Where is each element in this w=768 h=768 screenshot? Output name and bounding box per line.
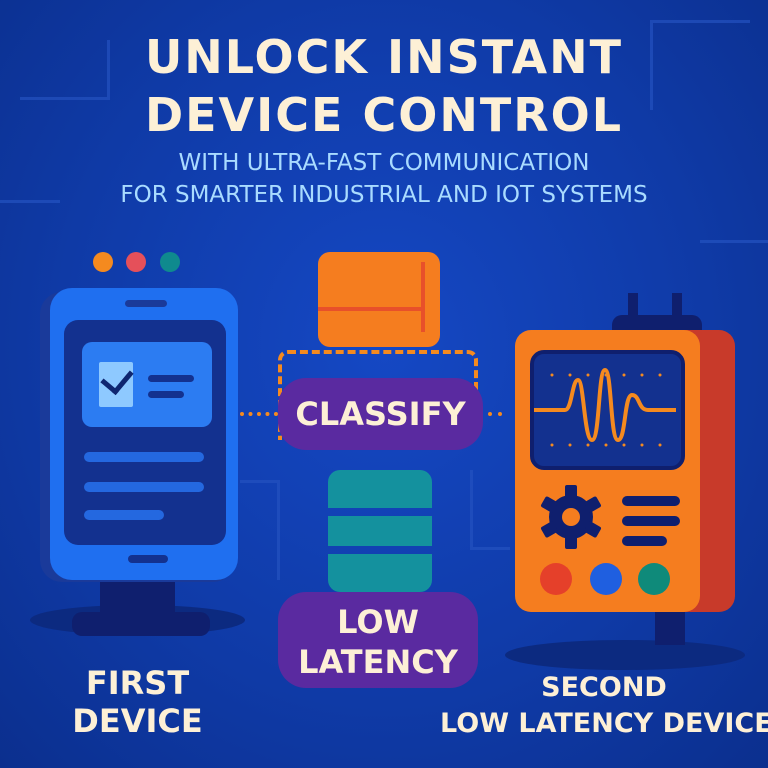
second-device-line-1: SECOND	[541, 672, 667, 703]
classify-badge: CLASSIFY	[278, 378, 483, 450]
first-device-line-1: FIRST	[85, 664, 190, 702]
first-device-label: FIRST DEVICE	[40, 664, 235, 740]
left-connector	[240, 412, 278, 416]
waveform-icon	[534, 367, 676, 447]
subtitle-line-2: FOR SMARTER INDUSTRIAL AND IOT SYSTEMS	[120, 182, 648, 208]
low-latency-badge: LOW LATENCY	[278, 592, 478, 688]
red-button-icon	[540, 563, 572, 595]
first-device-line-2: DEVICE	[72, 702, 203, 740]
orange-block-icon	[318, 252, 440, 347]
orange-dot-icon	[93, 252, 113, 272]
red-dot-icon	[126, 252, 146, 272]
green-button-icon	[638, 563, 670, 595]
blue-button-icon	[590, 563, 622, 595]
teal-dot-icon	[160, 252, 180, 272]
latency-line-1: LOW	[337, 603, 419, 641]
title-line-2: DEVICE CONTROL	[144, 88, 624, 142]
subtitle-line-1: WITH ULTRA-FAST COMMUNICATION	[178, 150, 590, 176]
title-line-1: UNLOCK INSTANT	[144, 30, 624, 84]
second-device-label: SECOND LOW LATENCY DEVICE	[440, 670, 768, 742]
gear-icon	[541, 485, 601, 549]
second-device-line-2: LOW LATENCY DEVICE	[440, 708, 768, 739]
latency-line-2: LATENCY	[298, 643, 458, 681]
right-connector	[488, 412, 502, 416]
